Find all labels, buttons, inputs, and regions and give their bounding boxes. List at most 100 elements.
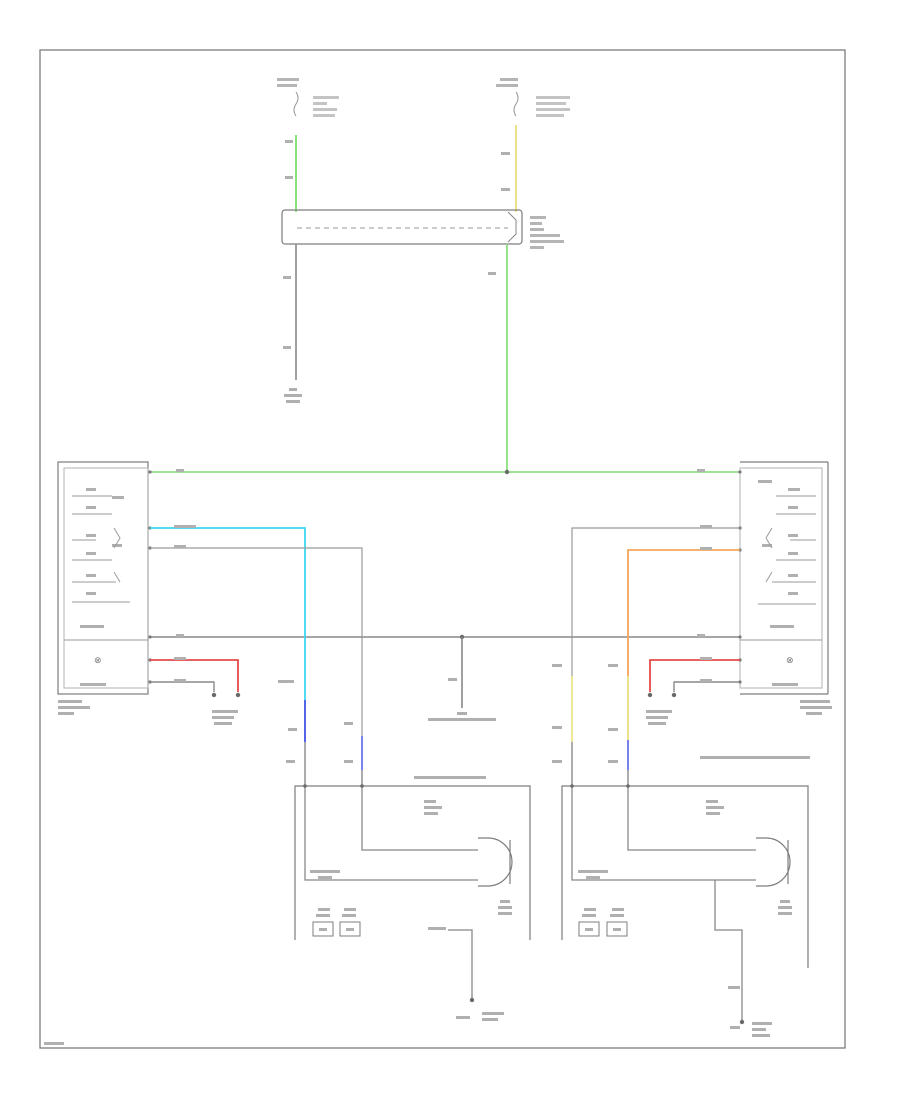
wire-tag — [608, 728, 618, 731]
driver-illumination-ground — [150, 681, 215, 692]
driver-ground-label — [482, 1012, 504, 1015]
illumination-label — [212, 710, 238, 713]
driver-heater-label-3 — [424, 812, 438, 815]
wire-tag — [552, 664, 562, 667]
driver-switch-name-2 — [58, 706, 90, 709]
driver-switch-housing — [57, 461, 149, 695]
ground-point — [469, 997, 475, 1003]
pin — [738, 470, 742, 474]
wire-tag — [174, 657, 186, 660]
indicator-label — [770, 625, 794, 628]
fuse-text — [613, 928, 621, 931]
passenger-switch-inner — [739, 467, 823, 689]
driver-gray-wire — [150, 547, 363, 736]
driver-seat-outline — [294, 785, 531, 940]
fuse-text — [346, 928, 354, 931]
fuse-block — [606, 921, 628, 937]
indicator-lamp-symbol: ⊗ — [94, 656, 102, 666]
driver-heater-sublabel — [310, 870, 340, 873]
wire-tag — [286, 760, 295, 763]
fuse-label — [612, 908, 624, 911]
fuse-label — [582, 914, 596, 917]
left-fuse-source-label-2 — [277, 84, 297, 87]
right-fuse-description — [536, 96, 570, 99]
left-fuse-description-3 — [313, 108, 337, 111]
right-fuse-description-2 — [536, 102, 566, 105]
passenger-switch-lever — [765, 527, 773, 583]
wire-tag — [176, 469, 184, 472]
fuse-label — [316, 914, 330, 917]
driver-thermostat-circuit — [361, 786, 478, 851]
wire-tag — [488, 272, 496, 275]
main-buses — [150, 469, 740, 721]
fuse-block — [312, 921, 334, 937]
driver-seat-title — [414, 776, 486, 779]
passenger-heater-element-label — [780, 900, 790, 903]
passenger-heater-element-circuit — [571, 786, 756, 881]
ground-point-label — [289, 388, 297, 391]
contact-label — [112, 544, 122, 547]
driver-heater-sublabel-2 — [318, 876, 332, 879]
driver-switch-contact-lines — [72, 495, 130, 603]
passenger-ground-label-2 — [752, 1028, 766, 1031]
driver-illumination-wire — [150, 659, 239, 692]
passenger-heater-label — [706, 800, 718, 803]
contact-label — [758, 480, 772, 483]
wire-tag — [700, 657, 712, 660]
fuse-text — [319, 928, 327, 931]
figure-id — [44, 1042, 64, 1045]
wire-tag — [285, 176, 293, 179]
wire-tag — [285, 140, 293, 143]
passenger-ground-label-3 — [752, 1034, 770, 1037]
contact-label — [86, 552, 96, 555]
left-fuse-description-2 — [313, 102, 327, 105]
relay-label — [530, 216, 546, 219]
passenger-seat-assembly — [561, 756, 810, 1037]
passenger-switch-name-3 — [806, 712, 822, 715]
connector-terminal — [626, 784, 630, 788]
passenger-switch-name-2 — [800, 706, 832, 709]
bus-junction — [504, 469, 510, 475]
driver-heater-label — [424, 800, 436, 803]
driver-heater-element-circuit — [304, 786, 478, 881]
illumination-label-3 — [648, 722, 666, 725]
connector-terminal — [303, 784, 307, 788]
driver-fuse-blocks — [312, 908, 361, 937]
driver-heater-element-label — [500, 900, 510, 903]
passenger-ground-label — [752, 1022, 772, 1025]
fuse-text — [585, 928, 593, 931]
driver-switch-inner — [63, 467, 149, 689]
contact-label — [112, 496, 124, 499]
passenger-switch-contacts — [758, 480, 800, 686]
passenger-switch-name — [800, 700, 830, 703]
driver-heater-element-label-3 — [498, 912, 512, 915]
contact-label — [86, 534, 96, 537]
passenger-ground-label-4 — [730, 1026, 740, 1029]
fuse-block — [339, 921, 361, 937]
driver-seat-ground-wire — [448, 929, 473, 1000]
passenger-heater-connector — [756, 837, 791, 887]
contact-label — [86, 574, 96, 577]
connector-terminal — [360, 784, 364, 788]
wire-tag — [283, 276, 291, 279]
driver-ground-tag — [428, 927, 446, 930]
contact-label — [86, 488, 96, 491]
passenger-gray-wire — [571, 527, 740, 676]
ground-point — [739, 1019, 745, 1025]
driver-switch-lever — [113, 527, 121, 583]
fuse-label — [610, 914, 624, 917]
wire-tag — [174, 679, 186, 682]
wire-tag — [608, 664, 618, 667]
wire-tag — [344, 722, 353, 725]
fuse-label — [584, 908, 596, 911]
left-fuse-symbol — [293, 91, 299, 117]
wire-tag — [697, 634, 705, 637]
left-fuse-description-4 — [313, 114, 335, 117]
passenger-thermostat-circuit — [627, 786, 756, 851]
passenger-heater-sublabel-2 — [586, 876, 600, 879]
wire-tag — [552, 726, 562, 729]
passenger-heater-sublabel — [578, 870, 608, 873]
pin — [738, 635, 742, 639]
relay-box — [281, 209, 523, 245]
